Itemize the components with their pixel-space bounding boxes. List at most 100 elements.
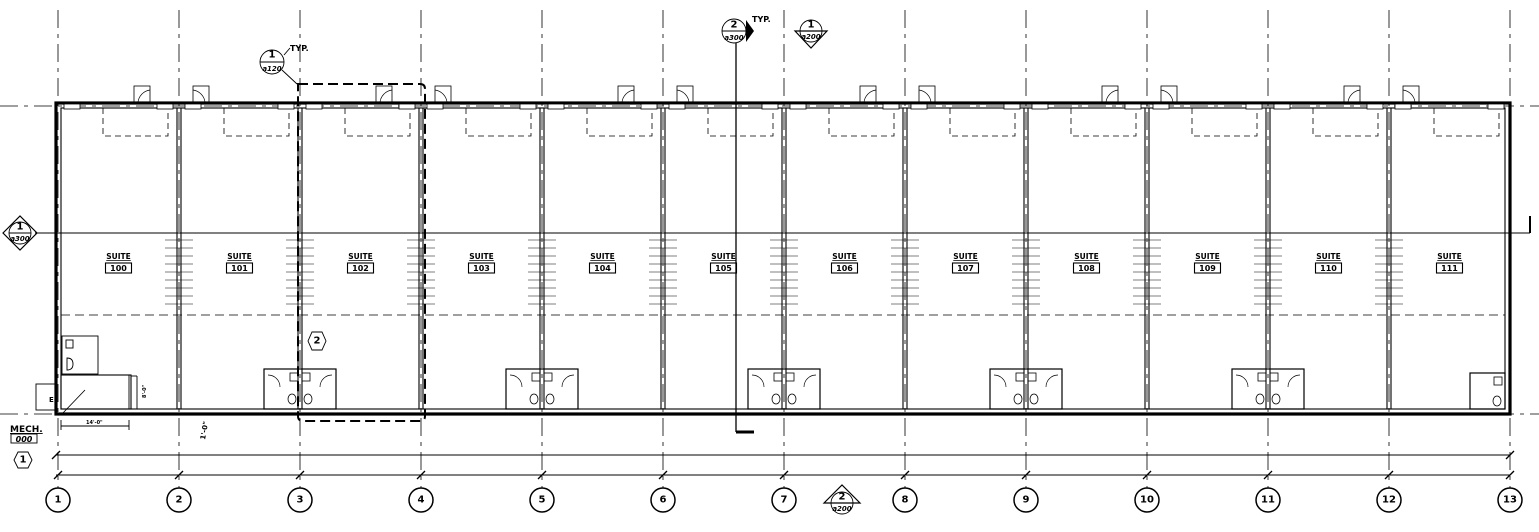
door-stoop bbox=[918, 85, 936, 103]
grid-bubble-3 bbox=[287, 487, 313, 513]
grid-bubble-12 bbox=[1376, 487, 1402, 513]
toilet-icon bbox=[1029, 393, 1039, 405]
dimension-tick-6 bbox=[658, 470, 668, 480]
canopy-outline bbox=[344, 107, 411, 137]
grid-bubble-label-2: 2 bbox=[176, 495, 183, 506]
suite-label: SUITE bbox=[1195, 252, 1220, 261]
window bbox=[668, 103, 686, 110]
sink-icon bbox=[1257, 372, 1267, 382]
dimension-tick-3 bbox=[295, 470, 305, 480]
door-swing bbox=[1045, 374, 1059, 388]
mech-depth-dimension: 8'-0" bbox=[142, 384, 148, 398]
window bbox=[277, 103, 295, 110]
window bbox=[1245, 103, 1263, 110]
window bbox=[789, 103, 807, 110]
grid-bubble-7 bbox=[771, 487, 797, 513]
door-swing bbox=[319, 374, 333, 388]
suite-label: SUITE bbox=[227, 252, 252, 261]
suite-number-box bbox=[467, 262, 496, 274]
suite-label: SUITE bbox=[106, 252, 131, 261]
window bbox=[426, 103, 444, 110]
grid-bubble-4 bbox=[408, 487, 434, 513]
suite-label: SUITE bbox=[953, 252, 978, 261]
mech-room bbox=[35, 335, 138, 430]
door-stoop bbox=[375, 85, 393, 103]
grid-bubble-10 bbox=[1134, 487, 1160, 513]
elevation-callout-bottom-sheet: a200 bbox=[832, 505, 851, 513]
door-swing bbox=[803, 374, 817, 388]
suite-number-box bbox=[1314, 262, 1343, 274]
sink-icon bbox=[1015, 372, 1025, 382]
door-swing bbox=[863, 89, 877, 103]
door-stoop bbox=[1160, 85, 1178, 103]
sink-icon bbox=[543, 372, 553, 382]
toilet-icon bbox=[1255, 393, 1265, 405]
electrical-tag: E bbox=[49, 396, 54, 404]
door-swing bbox=[509, 374, 523, 388]
grid-bubble-label-7: 7 bbox=[781, 495, 788, 506]
toilet-icon bbox=[303, 393, 313, 405]
suite-number-box bbox=[951, 262, 980, 274]
toilet-icon bbox=[771, 393, 781, 405]
toilet-icon bbox=[545, 393, 555, 405]
door-swing bbox=[379, 89, 393, 103]
door-stoop bbox=[859, 85, 877, 103]
sink-icon bbox=[1269, 372, 1279, 382]
grid-bubble-label-10: 10 bbox=[1140, 495, 1154, 506]
door-swing bbox=[1287, 374, 1301, 388]
window bbox=[1366, 103, 1384, 110]
door-stoop bbox=[617, 85, 635, 103]
door-stoop bbox=[1402, 85, 1420, 103]
dimension-tick-11 bbox=[1263, 470, 1273, 480]
toilet-icon bbox=[1271, 393, 1281, 405]
detail-callout-1-bottom: a120 bbox=[262, 65, 281, 73]
sink-icon bbox=[1027, 372, 1037, 382]
restroom-block bbox=[1469, 372, 1506, 410]
elevation-callout-left bbox=[2, 215, 38, 251]
detail-callout-1-top: 1 bbox=[269, 50, 276, 61]
door-stoop bbox=[133, 85, 151, 103]
canopy-outline bbox=[102, 107, 169, 137]
elevation-callout-top-number: 1 bbox=[808, 20, 815, 31]
grid-bubble-label-11: 11 bbox=[1261, 495, 1275, 506]
door-swing bbox=[993, 374, 1007, 388]
window bbox=[398, 103, 416, 110]
door-swing bbox=[751, 374, 765, 388]
suite-number: 111 bbox=[1441, 264, 1458, 273]
suite-number-box bbox=[104, 262, 133, 274]
dimension-tick-7 bbox=[779, 470, 789, 480]
dimension-tick-5 bbox=[537, 470, 547, 480]
grid-bubble-6 bbox=[650, 487, 676, 513]
suite-number-box bbox=[1435, 262, 1464, 274]
suite-number: 105 bbox=[715, 264, 732, 273]
grid-bubble-label-4: 4 bbox=[418, 495, 425, 506]
suite-number-box bbox=[830, 262, 859, 274]
door-swing bbox=[621, 89, 635, 103]
suite-label: SUITE bbox=[1316, 252, 1341, 261]
elevation-callout-top bbox=[793, 19, 829, 49]
mech-room-number-box bbox=[10, 433, 38, 444]
grid-bubble-label-9: 9 bbox=[1023, 495, 1030, 506]
building-interior-wall-line bbox=[60, 107, 1506, 410]
window bbox=[1003, 103, 1021, 110]
elevation-callout-bottom bbox=[822, 484, 862, 515]
canopy-outline bbox=[223, 107, 290, 137]
restroom-block bbox=[505, 368, 579, 410]
door-swing bbox=[137, 89, 151, 103]
door-swing bbox=[267, 374, 281, 388]
window bbox=[910, 103, 928, 110]
door-stoop bbox=[676, 85, 694, 103]
canopy-outline bbox=[949, 107, 1016, 137]
grid-lines bbox=[57, 10, 1511, 488]
door-swing bbox=[561, 374, 575, 388]
suite-number: 104 bbox=[594, 264, 611, 273]
restroom-block bbox=[263, 368, 337, 410]
window bbox=[184, 103, 202, 110]
grid-bubble-9 bbox=[1013, 487, 1039, 513]
dimension-tick-8 bbox=[900, 470, 910, 480]
elevation-callout-top-sheet: a200 bbox=[801, 33, 820, 41]
suite-label: SUITE bbox=[1074, 252, 1099, 261]
suite-number: 102 bbox=[352, 264, 369, 273]
suite-number: 106 bbox=[836, 264, 853, 273]
suite-number-box bbox=[1193, 262, 1222, 274]
